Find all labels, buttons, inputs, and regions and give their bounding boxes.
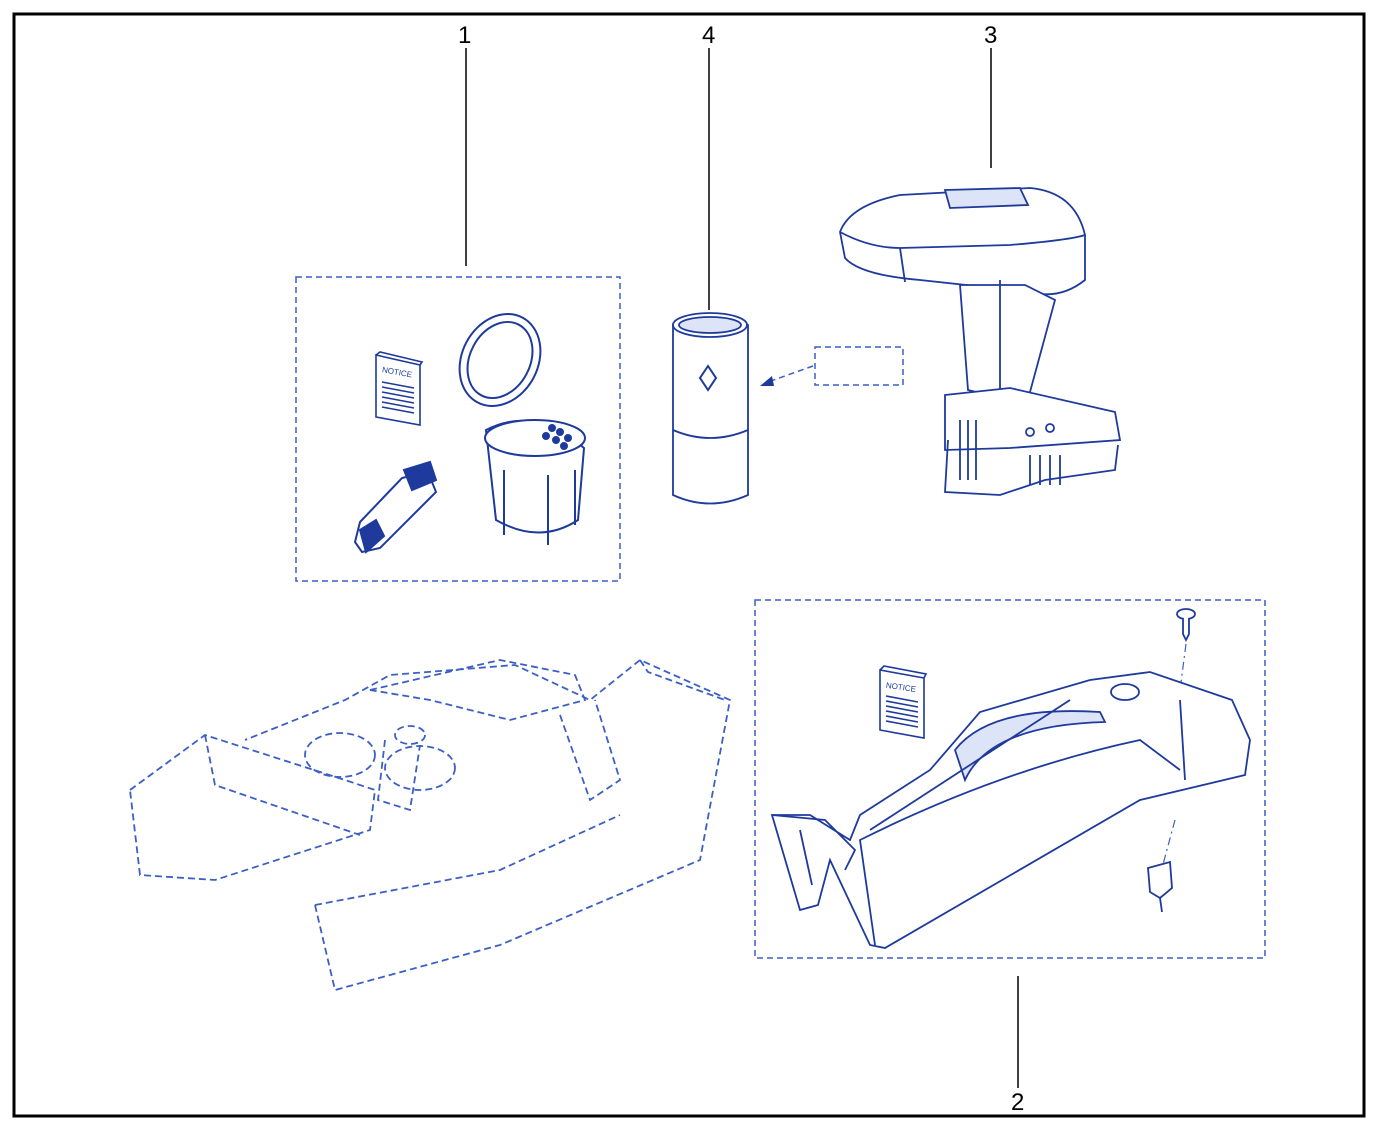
- mount-arrow-head: [760, 376, 774, 386]
- armrest: [839, 187, 1122, 496]
- notice-booklet-kit-2: [879, 665, 928, 739]
- screw: [1176, 608, 1196, 643]
- ashtray-cup: [458, 313, 586, 545]
- kit-1-box: [295, 276, 621, 582]
- air-purifier: [672, 312, 749, 505]
- clip-nut: [1147, 860, 1173, 913]
- notice-booklet-kit-1: [375, 351, 424, 426]
- callout-3: 3: [984, 22, 998, 49]
- diagram-border: [12, 12, 1366, 1118]
- callout-2: 2: [1011, 1089, 1025, 1116]
- mount-arrow-line: [767, 365, 814, 383]
- callout-1: 1: [458, 22, 472, 49]
- center-console: [770, 671, 1251, 949]
- car-console-outline: [129, 658, 732, 992]
- callout-4: 4: [702, 22, 716, 49]
- clip-axis: [1161, 819, 1176, 869]
- notice-label-kit-2: NOTICE: [885, 681, 916, 694]
- mount-placeholder: [814, 346, 904, 386]
- kit-2-box: [754, 599, 1266, 959]
- cigarette-lighter: [353, 460, 438, 554]
